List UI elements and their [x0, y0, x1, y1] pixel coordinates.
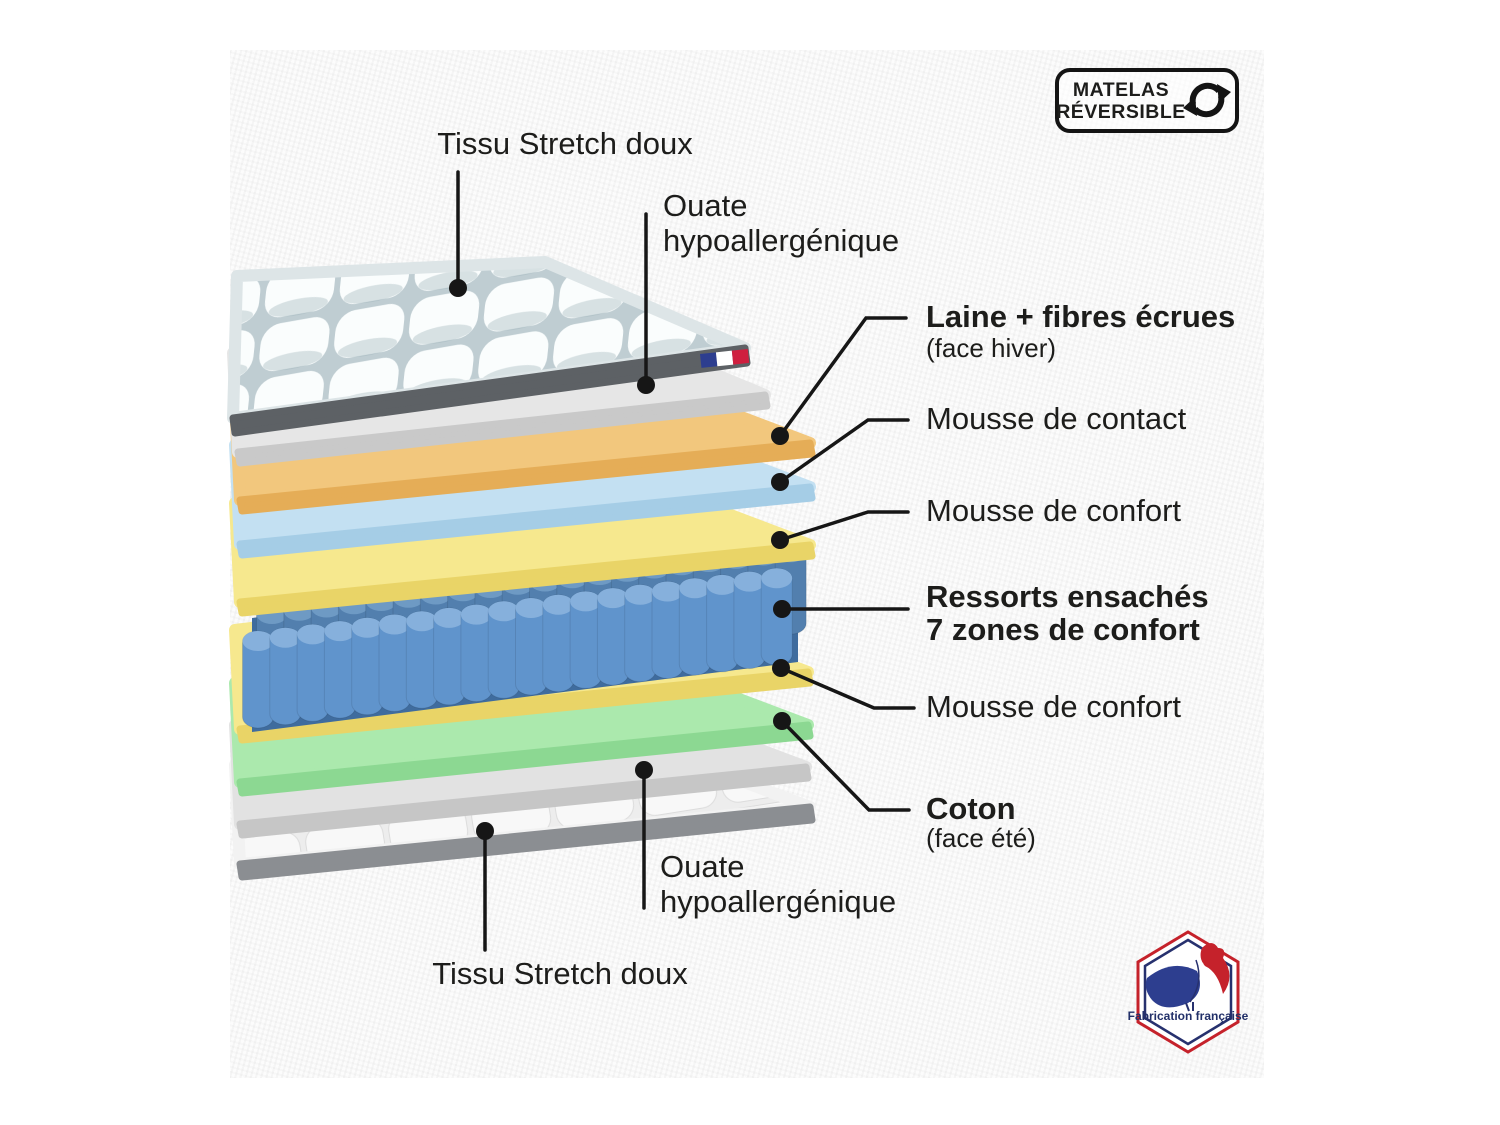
- leader-lines: [449, 170, 916, 952]
- fabrication-francaise-badge: Fabrication française: [1128, 930, 1249, 1054]
- layer-ressorts-ensaches: [242, 541, 807, 732]
- rooster-icon: [1145, 943, 1230, 1012]
- label-mousse-confort-haut: Mousse de confort: [926, 493, 1181, 528]
- leader-mousse-confort-haut: [778, 510, 910, 542]
- label-coton-sub: (face été): [926, 823, 1036, 853]
- reversible-badge: MATELAS RÉVERSIBLE: [1055, 68, 1239, 133]
- label-laine: Laine + fibres écrues: [926, 299, 1235, 334]
- leader-laine: [778, 316, 908, 438]
- leader-mousse-contact: [778, 418, 910, 484]
- flip-arrows-icon: [1183, 82, 1231, 118]
- label-coton: Coton: [926, 791, 1016, 826]
- label-ouate-top-line1: Ouate: [663, 188, 747, 223]
- french-flag-tag: [700, 348, 750, 368]
- label-tissu-bottom: Tissu Stretch doux: [432, 956, 688, 991]
- layer-tissu-stretch-top: [227, 256, 751, 437]
- label-mousse-contact: Mousse de contact: [926, 401, 1187, 436]
- spring-row-front: [242, 567, 793, 729]
- reversible-badge-line2: RÉVERSIBLE: [1056, 100, 1186, 123]
- label-ressorts-line2: 7 zones de confort: [926, 612, 1200, 647]
- label-ouate-bottom-line2: hypoallergénique: [660, 884, 896, 919]
- label-ouate-top-line2: hypoallergénique: [663, 223, 899, 258]
- reversible-badge-line1: MATELAS: [1073, 79, 1169, 101]
- leader-coton: [780, 719, 911, 812]
- leader-mousse-confort-bas: [779, 666, 916, 710]
- label-mousse-confort-bas: Mousse de confort: [926, 689, 1181, 724]
- callout-labels: Tissu Stretch doux Ouate hypoallergéniqu…: [432, 126, 1235, 991]
- label-ouate-bottom-line1: Ouate: [660, 849, 744, 884]
- label-tissu-top: Tissu Stretch doux: [437, 126, 693, 161]
- label-laine-sub: (face hiver): [926, 333, 1056, 363]
- label-ressorts-line1: Ressorts ensachés: [926, 579, 1209, 614]
- fabrication-francaise-label: Fabrication française: [1128, 1009, 1249, 1023]
